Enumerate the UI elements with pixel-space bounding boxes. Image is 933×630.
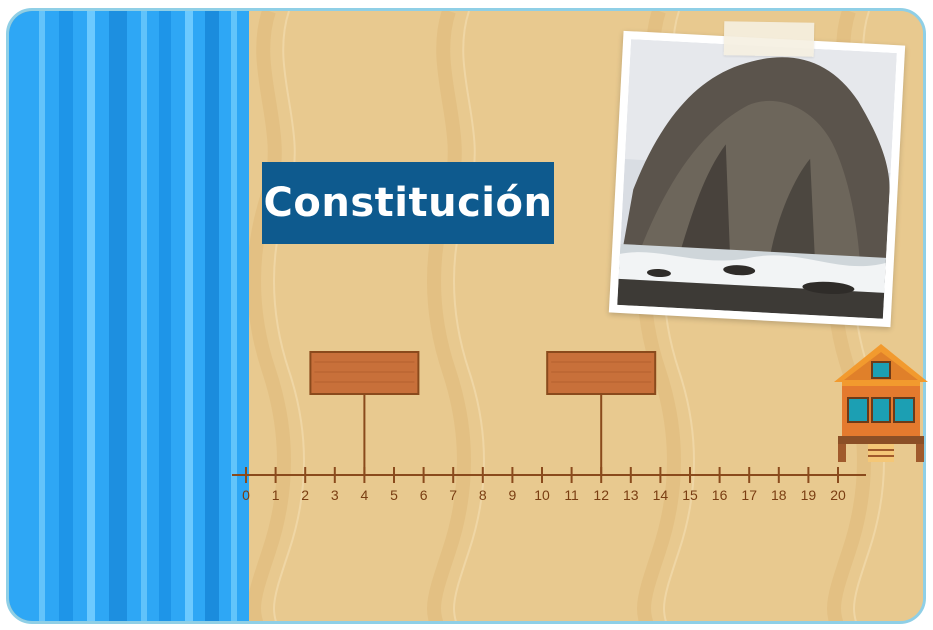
- sign-board[interactable]: [546, 351, 657, 395]
- water-strip: [9, 11, 249, 621]
- tick-label-18: 18: [771, 487, 787, 503]
- tick-label-2: 2: [301, 487, 309, 503]
- tick-label-14: 14: [653, 487, 669, 503]
- tick-label-13: 13: [623, 487, 639, 503]
- tick-label-5: 5: [390, 487, 398, 503]
- answer-sign-2[interactable]: [546, 351, 657, 475]
- tick-label-16: 16: [712, 487, 728, 503]
- tick-label-8: 8: [479, 487, 487, 503]
- title-banner: Constitución: [262, 162, 554, 244]
- photo-image: [617, 39, 897, 319]
- tick-label-17: 17: [741, 487, 757, 503]
- tick-label-0: 0: [242, 487, 250, 503]
- scene-title: Constitución: [263, 180, 553, 226]
- tick-label-11: 11: [564, 487, 579, 503]
- tick-label-20: 20: [830, 487, 846, 503]
- rock-beach-photo: [608, 30, 906, 328]
- tick-label-4: 4: [361, 487, 369, 503]
- tick-label-6: 6: [420, 487, 428, 503]
- tick-label-12: 12: [593, 487, 609, 503]
- sign-board[interactable]: [309, 351, 420, 395]
- tick-label-7: 7: [449, 487, 457, 503]
- beach-house-icon[interactable]: [832, 342, 930, 471]
- answer-sign-1[interactable]: [309, 351, 420, 475]
- tick-label-9: 9: [509, 487, 517, 503]
- tick-label-1: 1: [272, 487, 280, 503]
- tick-label-10: 10: [534, 487, 550, 503]
- tick-label-3: 3: [331, 487, 339, 503]
- tick-label-15: 15: [682, 487, 698, 503]
- tick-label-19: 19: [801, 487, 817, 503]
